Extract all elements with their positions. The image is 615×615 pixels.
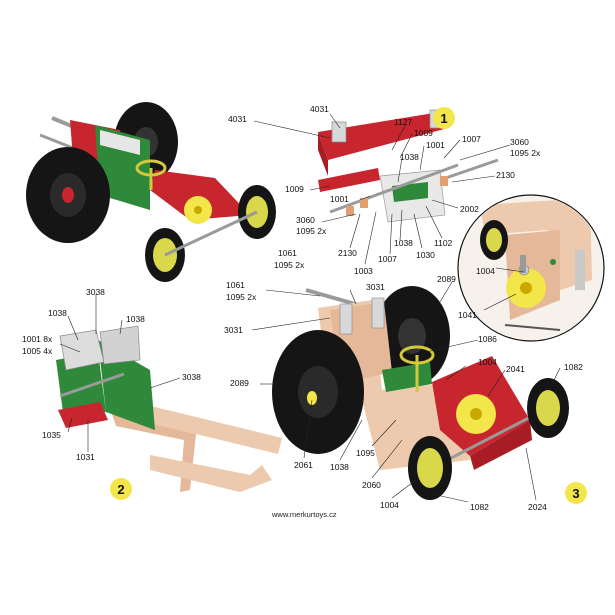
part-label: 1038	[400, 152, 419, 162]
finished-tractor-illustration	[26, 102, 276, 282]
part-label: 1001	[330, 194, 349, 204]
part-label: 1030	[416, 250, 435, 260]
leader-lines	[59, 113, 561, 503]
part-label: 1038	[48, 308, 67, 318]
part-label: 1095 2x	[274, 260, 305, 270]
part-label: 1102	[434, 238, 453, 248]
part-label: 2041	[506, 364, 525, 374]
part-label: 1095 2x	[296, 226, 327, 236]
part-label: 1038	[126, 314, 145, 324]
part-label: 3060	[510, 137, 529, 147]
part-label: 3038	[182, 372, 201, 382]
part-label: 1082	[470, 502, 489, 512]
part-label: 1082	[564, 362, 583, 372]
part-label: 4031	[228, 114, 247, 124]
part-label: 1004	[478, 357, 497, 367]
step-3-badge: 3	[565, 482, 587, 504]
part-label: 1041	[458, 310, 477, 320]
part-label: 1004	[380, 500, 399, 510]
part-label: 1031	[76, 452, 95, 462]
part-label: 2061	[294, 460, 313, 470]
part-label: 2002	[460, 204, 479, 214]
part-label: 1003	[354, 266, 373, 276]
part-label: 2089	[437, 274, 456, 284]
part-label: 1005 4x	[22, 346, 53, 356]
part-label: 3031	[224, 325, 243, 335]
part-label: 1007	[378, 254, 397, 264]
part-label: 2130	[496, 170, 515, 180]
part-label: 1001 8x	[22, 334, 53, 344]
part-label: 2130	[338, 248, 357, 258]
part-label: 1009	[285, 184, 304, 194]
part-label: 1095 2x	[510, 148, 541, 158]
part-label: 1004	[476, 266, 495, 276]
part-label: 1035	[42, 430, 61, 440]
part-label: 4031	[310, 104, 329, 114]
part-label: 1127	[394, 117, 413, 127]
part-label: 1086	[478, 334, 497, 344]
step-1-badge: 1	[433, 107, 455, 129]
part-label: 1038	[330, 462, 349, 472]
part-label: 1038	[394, 238, 413, 248]
website-url: www.merkurtoys.cz	[272, 510, 337, 519]
part-label: 3038	[86, 287, 105, 297]
part-label: 3031	[366, 282, 385, 292]
part-label: 1007	[462, 134, 481, 144]
part-label: 1095 2x	[226, 292, 257, 302]
part-label: 3060	[296, 215, 315, 225]
step-2-badge: 2	[110, 478, 132, 500]
part-label: 1061	[226, 280, 245, 290]
part-label: 1061	[278, 248, 297, 258]
step-2-illustration	[56, 325, 282, 492]
part-label: 2060	[362, 480, 381, 490]
part-label: 1001	[426, 140, 445, 150]
part-label: 1095	[356, 448, 375, 458]
step-3-illustration	[272, 286, 569, 500]
part-label: 2089	[230, 378, 249, 388]
part-label: 1009	[414, 128, 433, 138]
part-label: 2024	[528, 502, 547, 512]
